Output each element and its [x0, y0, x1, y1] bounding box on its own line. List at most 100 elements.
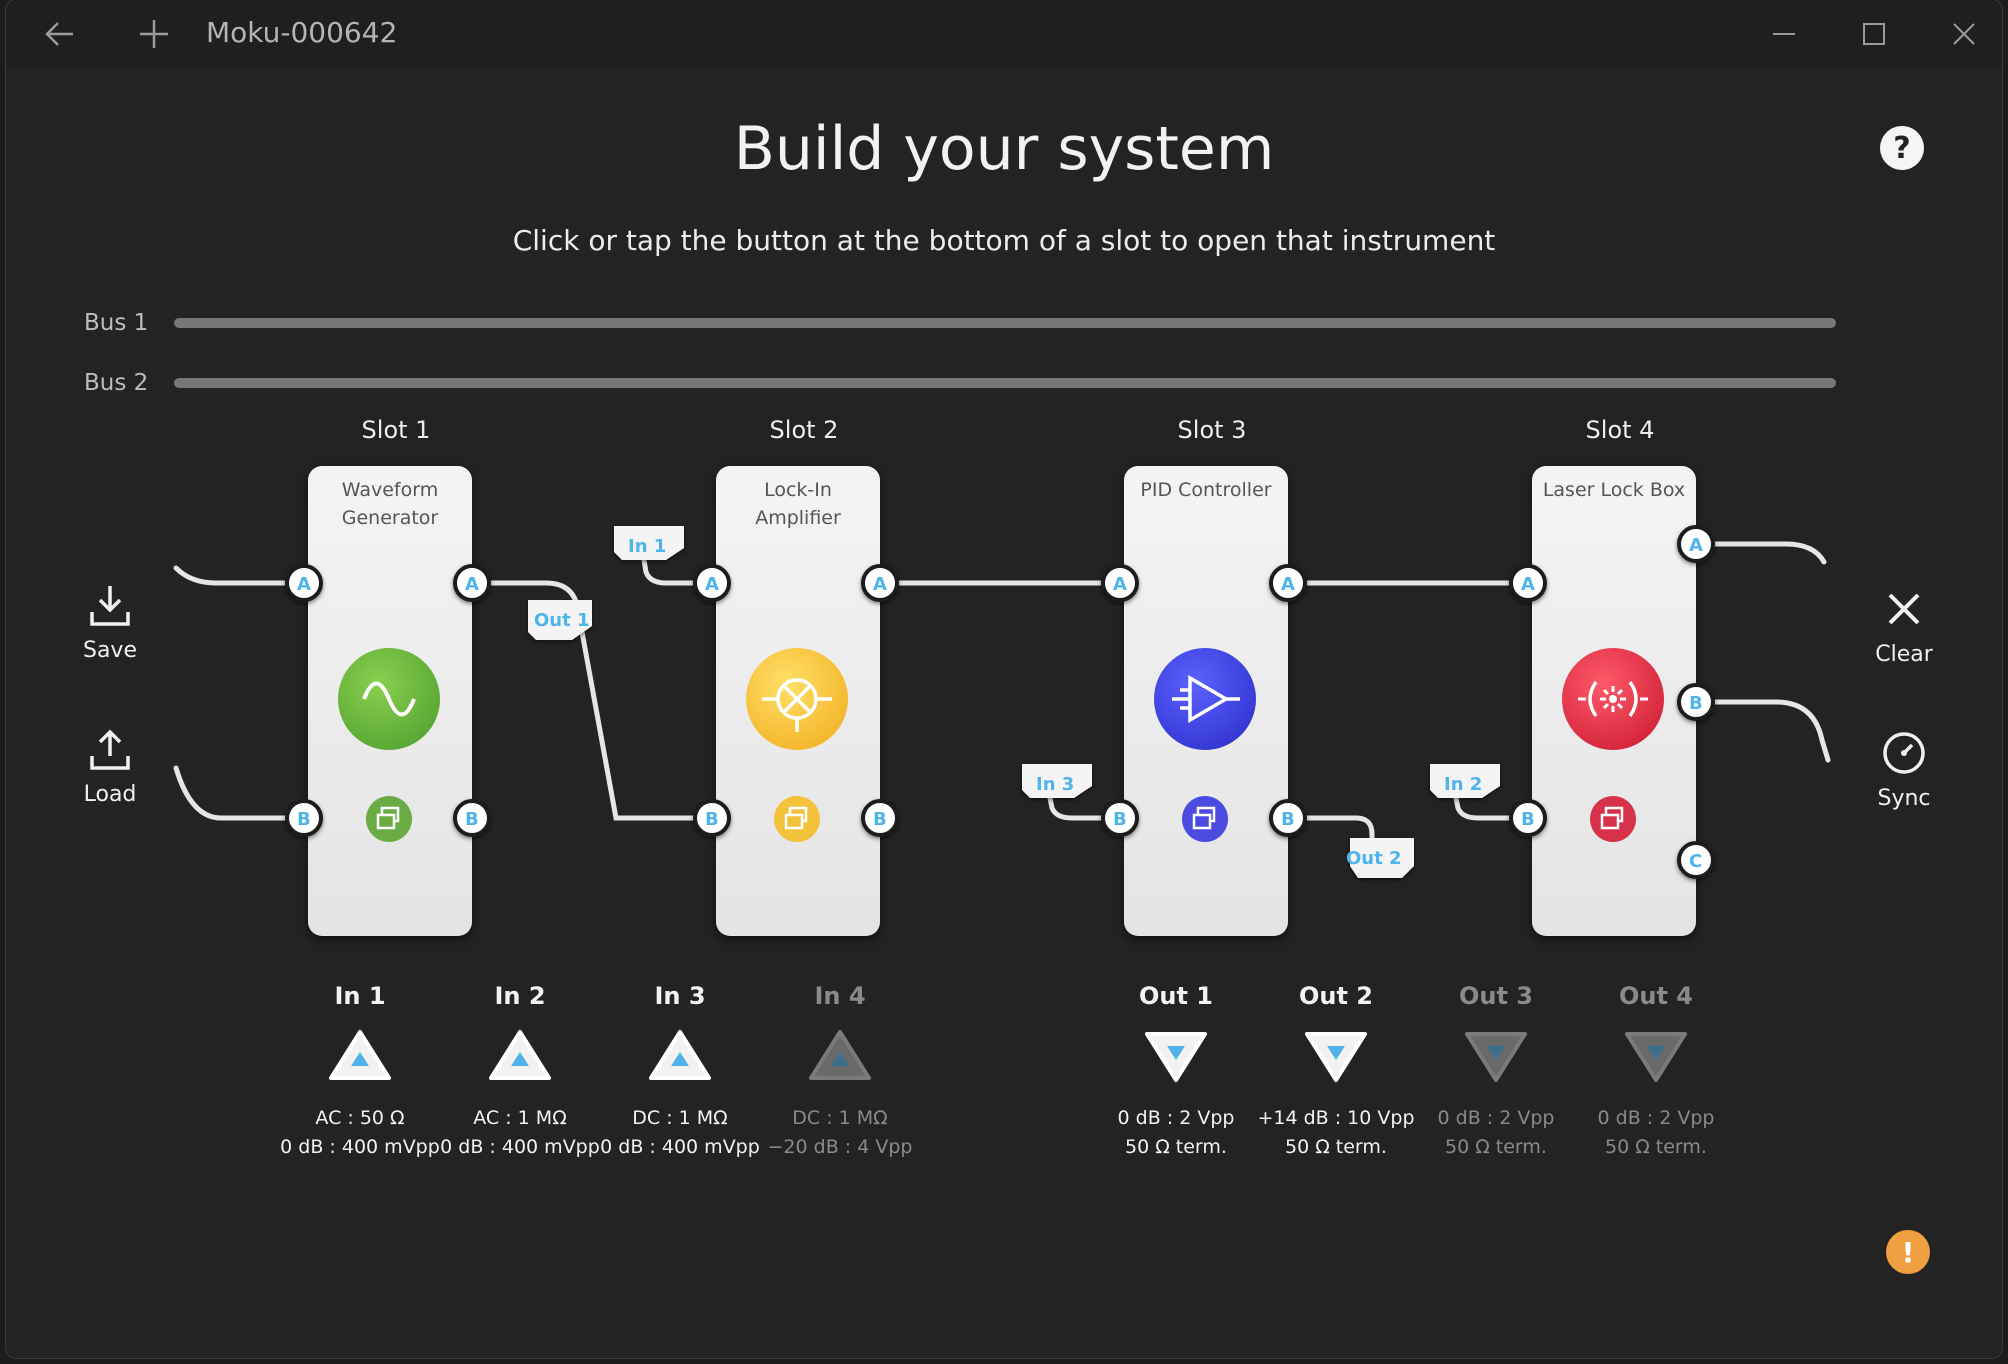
- save-button[interactable]: Save: [50, 582, 170, 663]
- load-label: Load: [83, 782, 137, 807]
- window-title: Moku-000642: [206, 16, 398, 49]
- output-3-down-arrow-icon[interactable]: [1461, 1026, 1531, 1086]
- output-4-info: 0 dB : 2 Vpp 50 Ω term.: [1571, 1104, 1741, 1162]
- wire-in-slot1-a: [173, 565, 307, 586]
- close-window-button[interactable]: [1940, 10, 1988, 58]
- upload-icon: [90, 729, 130, 770]
- output-2-range: +14 dB : 10 Vpp: [1257, 1107, 1415, 1129]
- maximize-icon: [1863, 23, 1885, 45]
- output-3-range: 0 dB : 2 Vpp: [1437, 1107, 1555, 1129]
- title-bar: Moku-000642: [6, 0, 2002, 68]
- window-stack-icon: [376, 806, 400, 830]
- output-3-info: 0 dB : 2 Vpp 50 Ω term.: [1411, 1104, 1581, 1162]
- input-1-range: 0 dB : 400 mVpp: [280, 1136, 440, 1158]
- slot-2-open-window-button[interactable]: [774, 796, 820, 842]
- slot-1-card[interactable]: Waveform Generator: [308, 466, 472, 936]
- tag-in3: [1022, 764, 1092, 798]
- gauge-icon: [1883, 732, 1925, 774]
- help-button[interactable]: ?: [1880, 126, 1924, 170]
- input-1-coupling: AC : 50 Ω: [315, 1107, 405, 1129]
- output-4-range: 0 dB : 2 Vpp: [1597, 1107, 1715, 1129]
- bus-2-label: Bus 2: [84, 370, 149, 396]
- input-4-label: In 4: [814, 982, 866, 1010]
- warning-button[interactable]: !: [1886, 1230, 1930, 1274]
- tag-in2-label: In 2: [1444, 774, 1482, 795]
- input-2-up-arrow-icon[interactable]: [485, 1026, 555, 1086]
- pid-amplifier-icon: [1172, 674, 1240, 724]
- tag-out2: [1350, 838, 1414, 878]
- back-button[interactable]: [36, 10, 84, 58]
- output-2-label: Out 2: [1298, 982, 1373, 1010]
- laser-lock-box-button[interactable]: [1562, 648, 1664, 750]
- slot-3-open-window-button[interactable]: [1182, 796, 1228, 842]
- input-2-coupling: AC : 1 MΩ: [473, 1107, 567, 1129]
- bus-1-line[interactable]: [174, 318, 1836, 328]
- clear-button[interactable]: Clear: [1844, 586, 1964, 667]
- waveform-generator-button[interactable]: [338, 648, 440, 750]
- slot-3-card[interactable]: PID Controller: [1124, 466, 1288, 936]
- input-3-range: 0 dB : 400 mVpp: [600, 1136, 760, 1158]
- window-stack-icon: [1600, 806, 1624, 830]
- lockin-icon: [762, 678, 832, 732]
- input-4-info: DC : 1 MΩ −20 dB : 4 Vpp: [755, 1104, 925, 1162]
- wire-slot3b-out2: [1281, 815, 1375, 848]
- slot-4-card[interactable]: Laser Lock Box: [1532, 466, 1696, 936]
- wire-slot4b-out: [1691, 699, 1831, 763]
- sync-label: Sync: [1877, 786, 1931, 811]
- input-4-up-arrow-icon[interactable]: [805, 1026, 875, 1086]
- load-button[interactable]: Load: [50, 726, 170, 807]
- window-stack-icon: [1192, 806, 1216, 830]
- wire-in2-slot4b: [1453, 795, 1527, 821]
- output-1-info: 0 dB : 2 Vpp 50 Ω term.: [1091, 1104, 1261, 1162]
- output-4-label: Out 4: [1618, 982, 1693, 1010]
- app-window: Moku-000642 Build your system Click or t…: [6, 0, 2002, 1358]
- input-1-info: AC : 50 Ω 0 dB : 400 mVpp: [275, 1104, 445, 1162]
- input-3-up-arrow-icon[interactable]: [645, 1026, 715, 1086]
- output-4-down-arrow-icon[interactable]: [1621, 1026, 1691, 1086]
- slot-2-name-line-2: Amplifier: [755, 507, 841, 529]
- page-title: Build your system: [733, 114, 1275, 184]
- slot-2-label: Slot 2: [769, 416, 839, 444]
- plus-icon: [140, 20, 168, 48]
- clear-x-icon: [1888, 593, 1920, 625]
- slot-3-name-line-1: PID Controller: [1140, 479, 1272, 501]
- minimize-button[interactable]: [1760, 10, 1808, 58]
- tag-out1-label: Out 1: [534, 610, 590, 631]
- tag-in1-label: In 1: [628, 536, 666, 557]
- sync-button[interactable]: Sync: [1844, 730, 1964, 811]
- input-2-label: In 2: [494, 982, 546, 1010]
- slot-1-open-window-button[interactable]: [366, 796, 412, 842]
- tag-in1: [614, 526, 684, 560]
- window-stack-icon: [784, 806, 808, 830]
- page-subtitle: Click or tap the button at the bottom of…: [512, 224, 1496, 257]
- add-tab-button[interactable]: [130, 10, 178, 58]
- laser-icon: [1578, 680, 1648, 718]
- slot-4-open-window-button[interactable]: [1590, 796, 1636, 842]
- tag-out2-label: Out 2: [1346, 848, 1402, 869]
- bus-2-line[interactable]: [174, 378, 1836, 388]
- slot-1-instrument-name: Waveform Generator: [308, 476, 472, 532]
- pid-controller-button[interactable]: [1154, 648, 1256, 750]
- sine-wave-icon: [362, 681, 416, 717]
- output-1-label: Out 1: [1138, 982, 1213, 1010]
- slot-1-label: Slot 1: [361, 416, 431, 444]
- back-arrow-icon: [45, 22, 73, 46]
- slot-4-label: Slot 4: [1585, 416, 1655, 444]
- output-2-down-arrow-icon[interactable]: [1301, 1026, 1371, 1086]
- output-3-termination: 50 Ω term.: [1445, 1136, 1547, 1158]
- input-4-range: −20 dB : 4 Vpp: [767, 1136, 913, 1158]
- clear-label: Clear: [1875, 642, 1933, 667]
- input-3-label: In 3: [654, 982, 706, 1010]
- slot-4-instrument-name: Laser Lock Box: [1532, 476, 1696, 504]
- wire-in1-slot2a: [641, 557, 714, 586]
- maximize-button[interactable]: [1850, 10, 1898, 58]
- slot-1-name-line-1: Waveform: [341, 479, 439, 501]
- output-1-down-arrow-icon[interactable]: [1141, 1026, 1211, 1086]
- input-3-info: DC : 1 MΩ 0 dB : 400 mVpp: [595, 1104, 765, 1162]
- wire-in-slot1-b: [173, 765, 307, 821]
- lock-in-amplifier-button[interactable]: [746, 648, 848, 750]
- input-1-up-arrow-icon[interactable]: [325, 1026, 395, 1086]
- output-4-termination: 50 Ω term.: [1605, 1136, 1707, 1158]
- slot-2-card[interactable]: Lock-In Amplifier: [716, 466, 880, 936]
- input-1-label: In 1: [334, 982, 386, 1010]
